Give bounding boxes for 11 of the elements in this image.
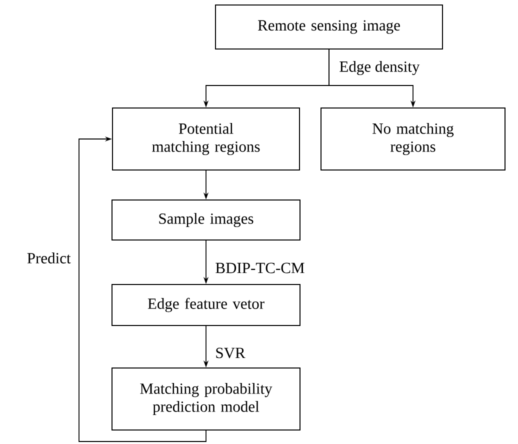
process-box: Matching probability prediction model xyxy=(112,368,300,430)
process-box: Remote sensing image xyxy=(215,4,443,50)
arrow xyxy=(78,136,206,442)
process-box: Sample images xyxy=(112,200,300,240)
process-box: No matching regions xyxy=(320,108,506,170)
edge-label: Predict xyxy=(26,252,72,264)
process-box: Potential matching regions xyxy=(112,108,300,170)
edge-label: SVR xyxy=(214,346,246,360)
edge-label: BDIP-TC-CM xyxy=(214,262,306,274)
edge-label: Edge density xyxy=(338,60,421,76)
process-box: Edge feature vetor xyxy=(112,284,300,326)
